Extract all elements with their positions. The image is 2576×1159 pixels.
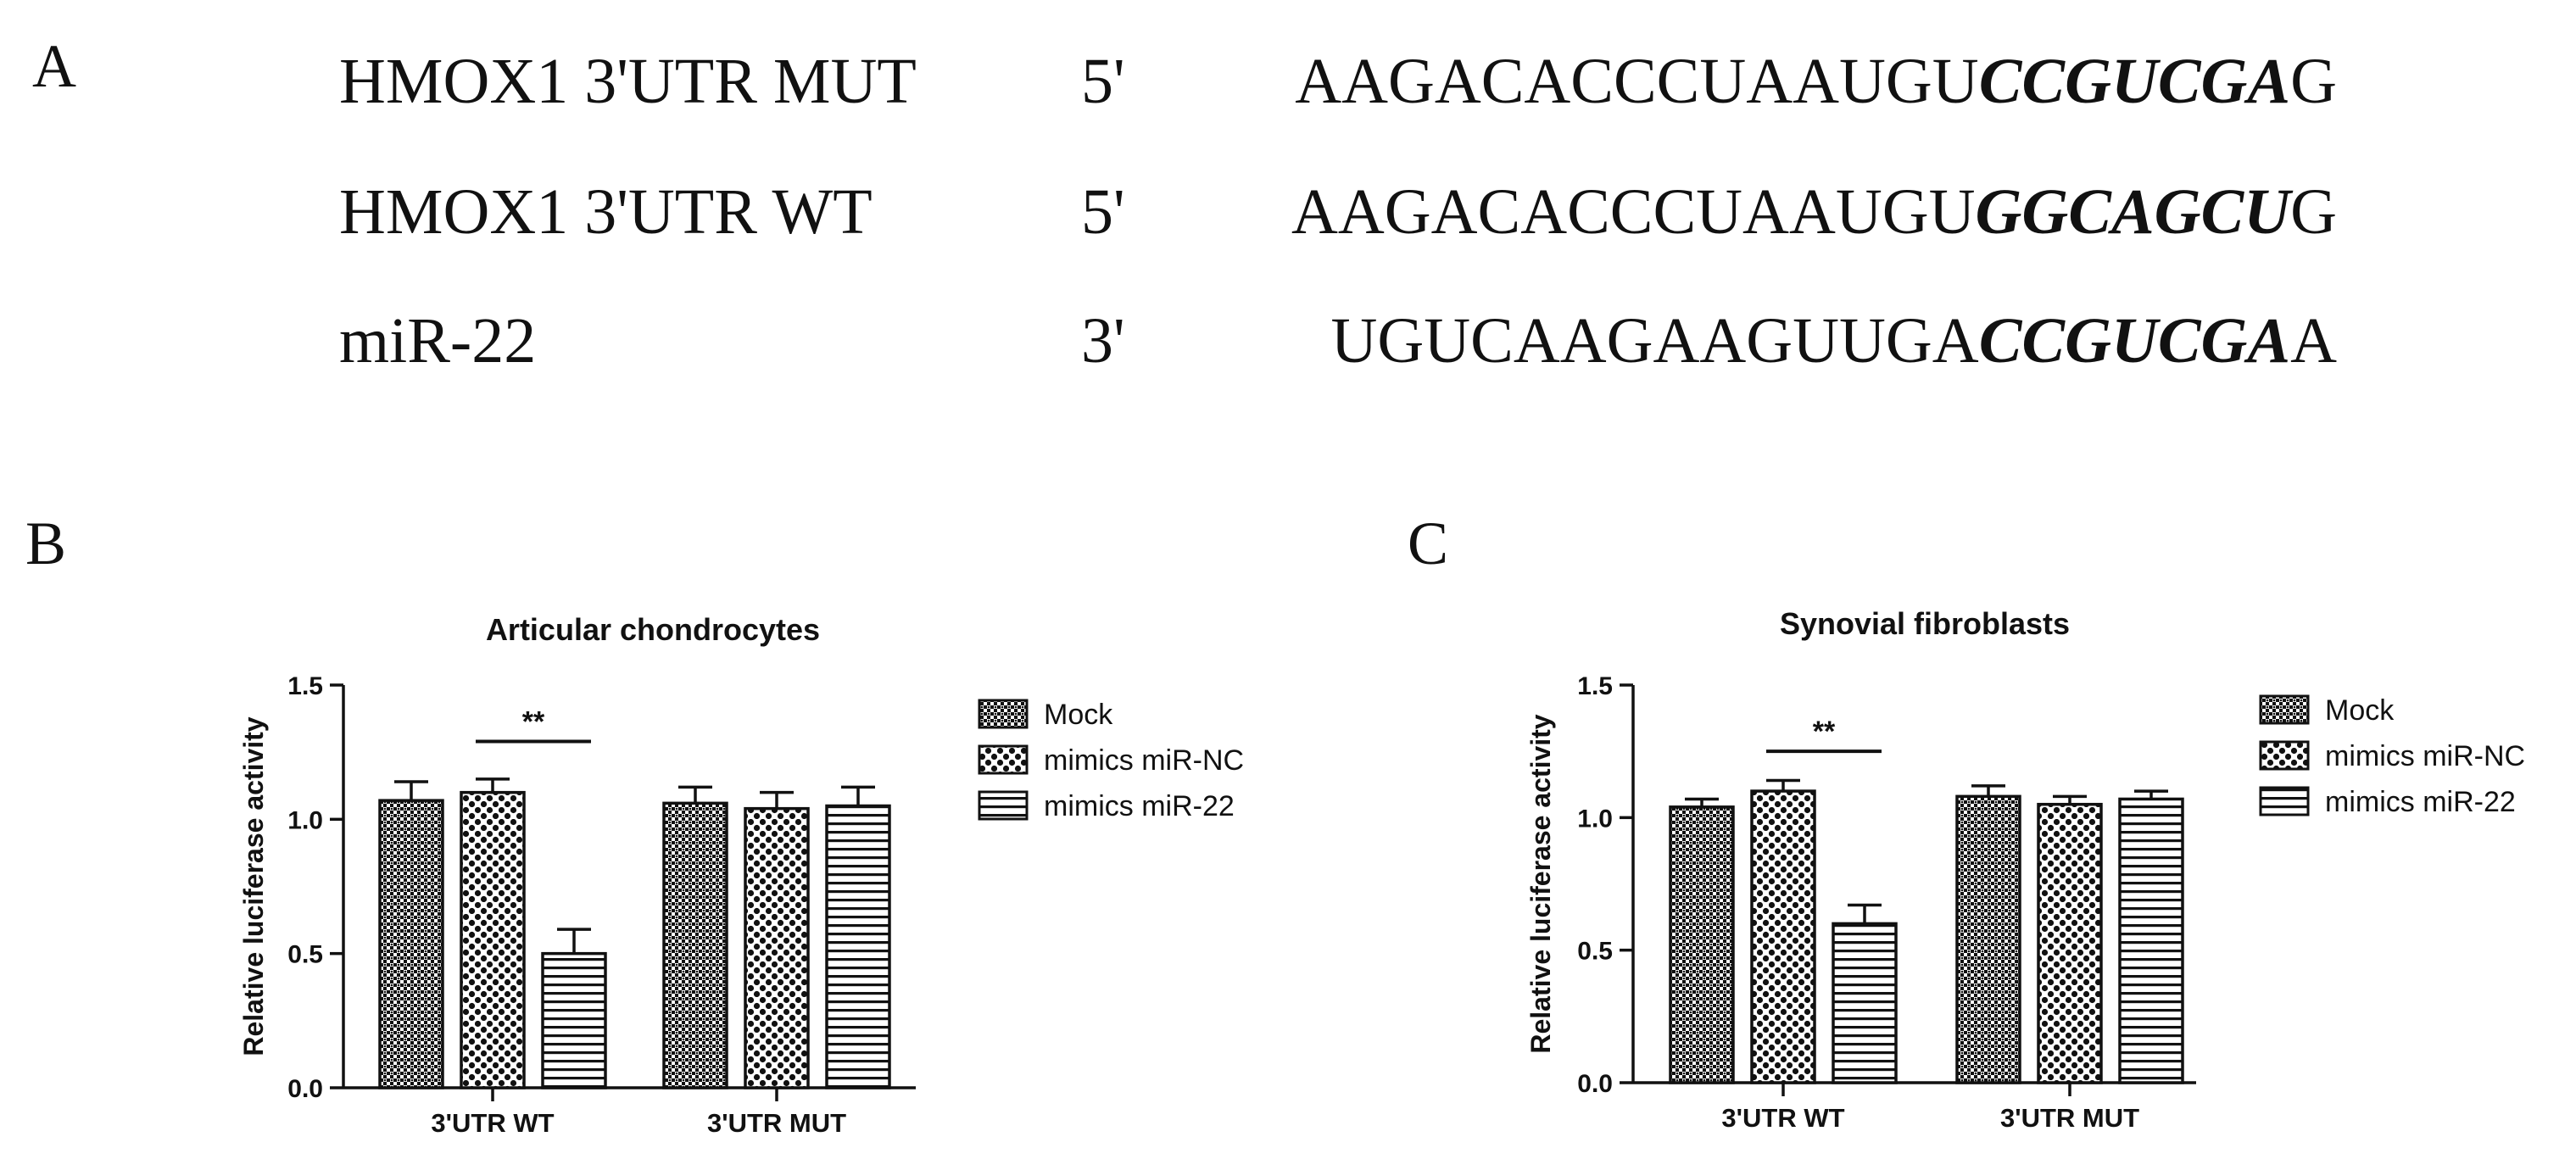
y-tick-label: 1.5: [1577, 672, 1613, 700]
panel-letter-c: C: [1408, 510, 1449, 577]
seed-region: CCGUCGA: [1978, 305, 2291, 376]
sequence-prefix: UGUCAAGAAGUUGA: [1330, 305, 1979, 376]
legend-label: Mock: [1044, 699, 1113, 731]
sequence-suffix: A: [2290, 305, 2337, 376]
y-tick-label: 1.0: [287, 806, 323, 834]
bar: [1750, 789, 1816, 1084]
sequence-end-label: 5': [1081, 176, 1125, 248]
sequence-label: miR-22: [339, 305, 537, 376]
legend-label: mimics miR-NC: [2325, 740, 2525, 772]
sequence-text: AAGACACCCUAAUGUGGCAGCUG: [1291, 180, 2337, 244]
bar: [662, 801, 728, 1089]
y-tick-label: 1.5: [287, 672, 323, 700]
bar: [1955, 794, 2021, 1084]
sequence-text: AAGACACCCUAAUGUCCGUCGAG: [1295, 49, 2337, 114]
legend-swatch: [2259, 740, 2310, 771]
legend-swatch: [978, 699, 1029, 729]
y-tick-label: 0.0: [287, 1075, 323, 1103]
bar: [541, 951, 607, 1089]
bar: [744, 806, 810, 1089]
legend-swatch: [2259, 786, 2310, 816]
y-tick-label: 0.0: [1577, 1070, 1613, 1098]
seed-region: CCGUCGA: [1978, 46, 2291, 117]
legend-label: mimics miR-22: [1044, 790, 1235, 822]
sequence-prefix: AAGACACCCUAAUGU: [1295, 46, 1979, 117]
legend-swatch: [2259, 694, 2310, 725]
legend-label: mimics miR-22: [2325, 786, 2516, 818]
legend-swatch: [978, 744, 1029, 775]
sequence-label: HMOX1 3'UTR WT: [339, 176, 873, 248]
panel-letter-b: B: [25, 510, 67, 577]
bar: [378, 799, 444, 1089]
bar: [1832, 922, 1898, 1084]
seed-region: GGCAGCU: [1975, 176, 2291, 248]
x-tick-label: 3'UTR MUT: [707, 1108, 846, 1138]
x-tick-label: 3'UTR WT: [431, 1108, 554, 1138]
sequence-text: UGUCAAGAAGUUGACCGUCGAA: [1330, 309, 2337, 373]
bar: [2037, 802, 2103, 1084]
legend-swatch: [978, 790, 1029, 821]
bar: [460, 790, 526, 1089]
chart-title: Articular chondrocytes: [486, 612, 820, 647]
panel-letter-a: A: [32, 32, 76, 100]
x-tick-label: 3'UTR MUT: [2000, 1103, 2139, 1133]
x-tick-label: 3'UTR WT: [1721, 1103, 1844, 1133]
significance-label: **: [522, 706, 545, 738]
y-tick-label: 0.5: [287, 941, 323, 969]
sequence-end-label: 5': [1081, 46, 1125, 117]
sequence-suffix: G: [2290, 46, 2337, 117]
legend-label: mimics miR-NC: [1044, 744, 1244, 777]
sequence-prefix: AAGACACCCUAAUGU: [1291, 176, 1976, 248]
legend-label: Mock: [2325, 694, 2395, 727]
sequence-suffix: G: [2290, 176, 2337, 248]
y-tick-label: 0.5: [1577, 938, 1613, 966]
sequence-end-label: 3': [1081, 305, 1125, 376]
bar: [1669, 805, 1735, 1084]
y-axis-label: Relative luciferase activity: [1525, 714, 1556, 1053]
significance-label: **: [1813, 716, 1836, 748]
y-axis-label: Relative luciferase activity: [238, 716, 269, 1056]
bar: [825, 804, 891, 1089]
bar: [2118, 797, 2184, 1084]
chart-title: Synovial fibroblasts: [1780, 606, 2070, 641]
sequence-label: HMOX1 3'UTR MUT: [339, 46, 917, 117]
y-tick-label: 1.0: [1577, 805, 1613, 833]
